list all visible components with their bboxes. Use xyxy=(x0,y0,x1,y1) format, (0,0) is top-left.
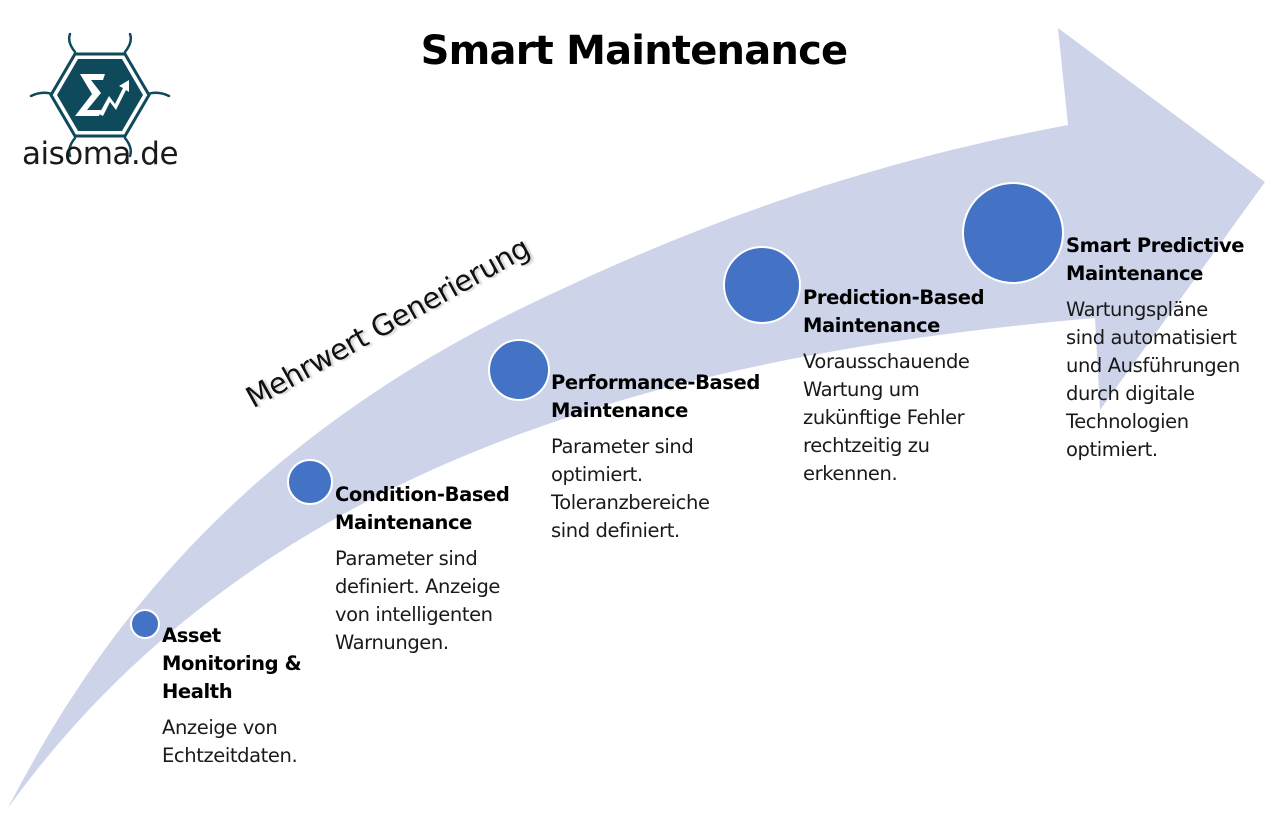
stage-description: Wartungspläne sind automatisiert und Aus… xyxy=(1066,298,1240,461)
logo-text: aisoma.de xyxy=(22,136,179,172)
stage-condition-based: Condition-Based Maintenance Parameter si… xyxy=(335,481,535,657)
stage-title: Asset Monitoring & Health xyxy=(162,624,302,703)
stage-asset-monitoring: Asset Monitoring & Health Anzeige von Ec… xyxy=(162,622,332,770)
stage-performance-based: Performance-Based Maintenance Parameter … xyxy=(551,369,771,545)
stage-title: Performance-Based Maintenance xyxy=(551,371,760,422)
stage-title: Condition-Based Maintenance xyxy=(335,483,510,534)
stage-description: Vorausschauende Wartung um zukünftige Fe… xyxy=(803,350,970,485)
stage-description: Anzeige von Echtzeitdaten. xyxy=(162,716,298,767)
stage-marker-5 xyxy=(962,182,1064,284)
stage-marker-2 xyxy=(287,459,333,505)
stage-smart-predictive: Smart Predictive Maintenance Wartungsplä… xyxy=(1066,232,1276,464)
sigma-arrow-hexagon-icon xyxy=(29,32,171,158)
stage-title: Prediction-Based Maintenance xyxy=(803,286,985,337)
stage-description: Parameter sind optimiert. Toleranzbereic… xyxy=(551,435,710,542)
stage-marker-3 xyxy=(488,339,550,401)
stage-title: Smart Predictive Maintenance xyxy=(1066,234,1245,285)
stage-description: Parameter sind definiert. Anzeige von in… xyxy=(335,547,501,654)
curved-arrow-shape xyxy=(8,28,1265,808)
stage-marker-4 xyxy=(723,246,801,324)
stage-prediction-based: Prediction-Based Maintenance Vorausschau… xyxy=(803,284,1003,488)
stage-marker-1 xyxy=(130,609,160,639)
page-title: Smart Maintenance xyxy=(420,28,848,74)
